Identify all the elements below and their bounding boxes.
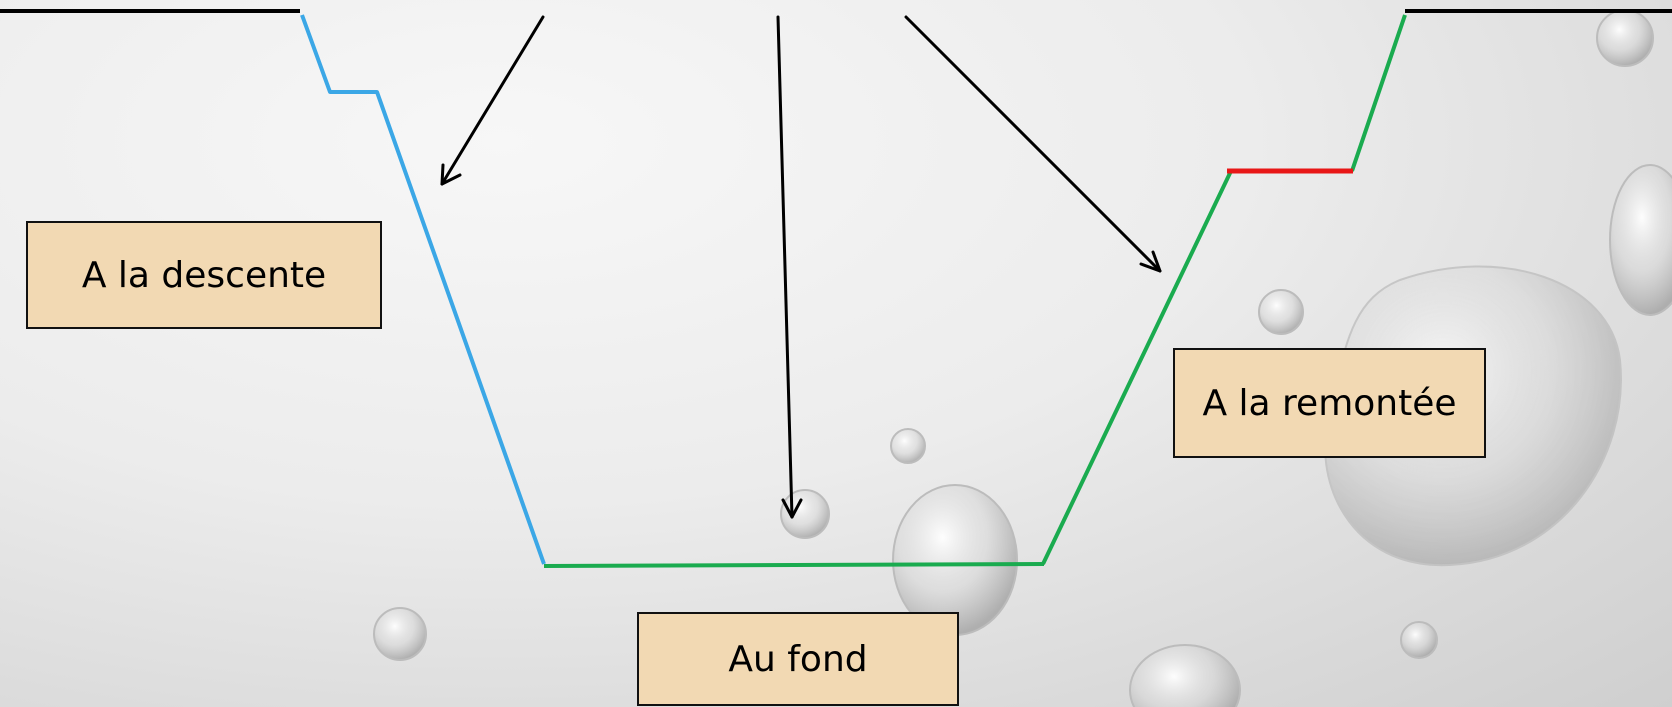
water-drop (1258, 289, 1304, 335)
ascent-label-box: A la remontée (1173, 348, 1486, 458)
arrow-to-bottom (776, 15, 803, 519)
bottom-label-box: Au fond (637, 612, 959, 706)
final-ascent-line (1350, 14, 1407, 172)
bottom-profile-line (543, 562, 1045, 568)
ascent-label: A la remontée (1202, 382, 1457, 424)
arrow-to-ascent (904, 15, 1162, 273)
descent-profile-line (300, 14, 546, 565)
descent-label-box: A la descente (26, 221, 382, 329)
water-drop (1129, 644, 1241, 707)
arrow-to-descent (440, 15, 545, 186)
descent-label: A la descente (81, 254, 327, 296)
water-drop (1596, 9, 1654, 67)
water-drop (1400, 621, 1438, 659)
bottom-label: Au fond (728, 638, 868, 680)
water-drop (890, 428, 926, 464)
ascent-profile-line (1041, 170, 1233, 565)
water-drop (373, 607, 427, 661)
arrows (440, 15, 1162, 519)
water-drop (1609, 164, 1672, 316)
water-drop (780, 489, 830, 539)
